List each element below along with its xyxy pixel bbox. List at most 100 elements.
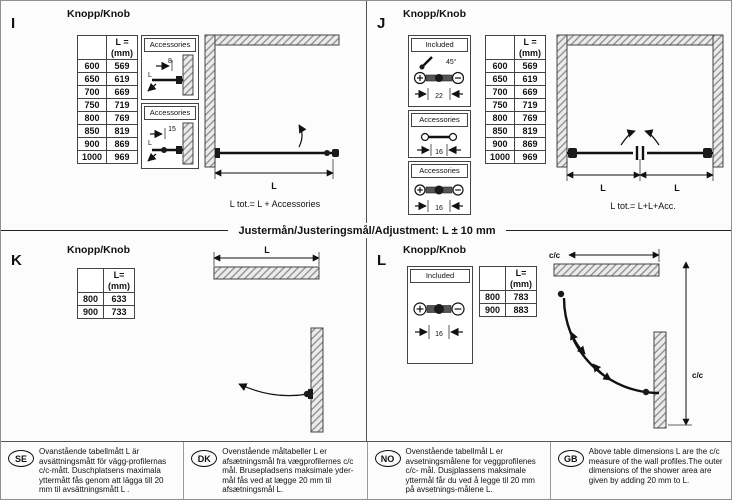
accessories-box-2: Accessories 15 L [141,103,199,169]
left-wall-hatch [556,34,568,168]
knob-icon-top [557,290,565,298]
right-wall-hatch [653,331,667,429]
plan-drawing-single-door: L [204,34,340,191]
knob-icon [434,304,444,314]
table-cell: 819 [514,124,547,138]
slide-arrow-2 [592,363,612,381]
language-badge-se: SE [8,450,34,467]
table-cell: 700 [76,85,108,99]
accessory-diagram-15mm: 15 L [147,122,194,165]
dim-16: 16 [435,205,443,212]
l-label: L [148,72,152,79]
knob-icon-bottom [642,388,650,396]
accessory-diagram-screw: 16 [417,132,461,156]
table-cell: 633 [103,292,135,306]
included-box: Included 16 [407,266,473,364]
accessories-box-1: Accessories 8 L [141,35,199,100]
table-header-label: L= [113,269,125,280]
divider-line-right [505,230,731,231]
table-cell: 719 [514,98,547,112]
section-j: J Knopp/Knob Included 45° 22 [367,1,731,223]
table-cell: 819 [106,124,139,138]
footnote-no: NO Ovenstående tabellmål L er avsetnings… [368,442,551,499]
right-wall-hatch [310,327,324,433]
right-wall-hatch [712,34,724,168]
dim-15: 15 [168,126,176,133]
plan-drawing-double-door: L L [556,34,724,193]
table-cell: 969 [106,150,139,164]
plan-drawing-pivot-door: L [213,245,324,433]
top-wall-hatch [566,34,714,46]
angle-label: 45° [446,58,457,66]
bracket-icon [176,146,182,154]
accessories-box-1: Accessories 16 [408,110,471,158]
top-wall-hatch [553,263,660,277]
dim-label-l-left: L [600,183,606,193]
swing-arrow-left [620,129,636,146]
table-cell: 900 [484,137,516,151]
table-header-l: L= (mm) [103,268,135,293]
formula-caption: L tot.= L + Accessories [229,199,321,209]
table-cell: 600 [76,59,108,73]
screw-45-icon [422,56,433,67]
door-swing-arc [238,383,309,397]
table-cell: 850 [484,124,516,138]
table-cell: 883 [505,303,537,317]
table-header-unit: (mm) [111,47,134,58]
plan-drawing-quadrant-door: c/c c/c [549,249,704,429]
included-diagram: 16 [413,302,465,339]
table-cell: 750 [76,98,108,112]
table-header-blank [76,35,108,60]
l-label: L [148,140,152,147]
footnote-dk: DK Ovenstående måltabeller L er afsætnin… [184,442,368,499]
section-l: L Knopp/Knob Included 16 [367,238,731,441]
table-cell: 569 [106,59,139,73]
table-header-l: L = (mm) [514,35,547,60]
footnote-se: SE Ovanstående tabellmått L är avsättnin… [1,442,185,499]
footnote-text-se: Ovanstående tabellmått L är avsättningsm… [39,447,167,495]
section-title-l: Knopp/Knob [403,244,466,256]
accessory-diagram-knob: 16 [414,184,464,212]
table-cell: 1000 [484,150,516,164]
handle-icon [332,149,339,157]
table-cell: 900 [76,137,108,151]
table-cell: 569 [514,59,547,73]
left-wall-hatch [204,34,216,168]
top-wall-hatch [213,266,320,280]
section-title-k: Knopp/Knob [67,244,130,256]
divider-line-left [1,230,229,231]
table-cell: 619 [106,72,139,86]
accessory-diagram-8mm: 8 L [147,54,194,96]
accessories-title: Accessories [144,38,196,52]
language-badge-dk: DK [191,450,218,467]
included-title: Included [410,269,470,283]
table-cell: 600 [484,59,516,73]
section-title-i: Knopp/Knob [67,8,130,20]
bracket-icon [176,76,182,84]
table-cell: 1000 [76,150,108,164]
table-cell: 869 [106,137,139,151]
table-header-label: L= [515,267,527,278]
dim-8: 8 [168,58,172,65]
table-cell: 650 [484,72,516,86]
table-cell: 733 [103,305,135,319]
swing-arrow [298,124,307,148]
table-header-l: L= (mm) [505,266,537,291]
section-letter-j: J [377,15,386,32]
table-header-unit: (mm) [519,47,542,58]
section-letter-l: L [377,252,387,269]
dim-label-l-right: L [674,183,680,193]
